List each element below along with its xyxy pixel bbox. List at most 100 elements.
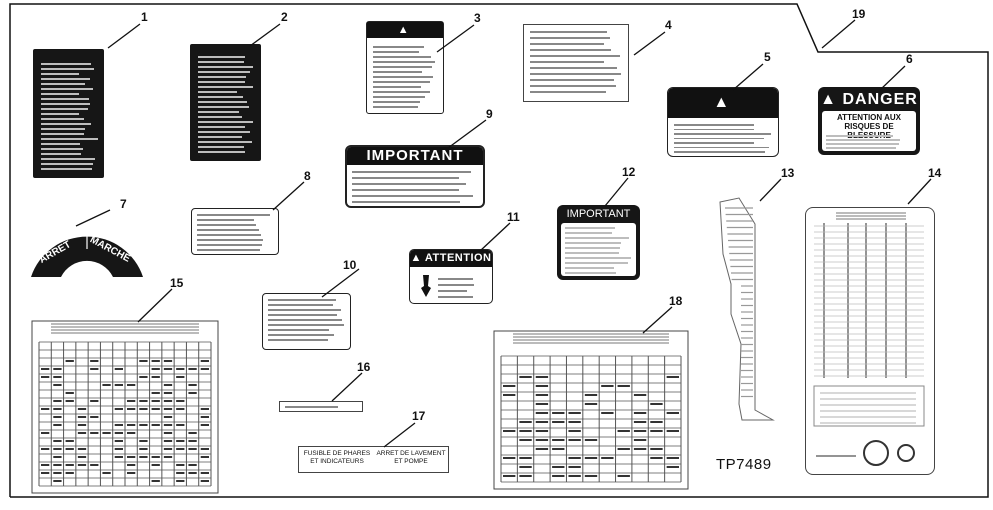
text-line (41, 148, 83, 150)
text-line (530, 31, 607, 33)
text-line (198, 81, 245, 83)
text-line (41, 168, 92, 170)
decal-6: ▲ DANGER ATTENTION AUX RISQUES DE BLESSU… (818, 87, 920, 155)
grid-cell-mark (127, 464, 136, 466)
grid-cell-mark (188, 392, 197, 394)
grid-cell-mark (552, 439, 565, 441)
callout-3: 3 (474, 11, 481, 25)
callout-14: 14 (928, 166, 942, 180)
decal-17-right-2: ET POMPE (394, 458, 428, 465)
grid-cell-mark (53, 384, 62, 386)
text-line (41, 113, 79, 115)
grid-cell-mark (584, 439, 598, 441)
grid-cell-mark (127, 472, 136, 474)
grid-cell-mark (151, 400, 160, 402)
text-line (674, 133, 771, 135)
grid-cell-mark (53, 376, 62, 378)
grid-cell-mark (151, 464, 160, 466)
grid-cell-mark (568, 466, 581, 468)
text-line (530, 85, 616, 87)
grid-cell-mark (163, 392, 173, 394)
grid-cell-mark (65, 464, 74, 466)
text-line (373, 91, 430, 93)
grid-cell-mark (77, 448, 87, 450)
text-line (530, 61, 604, 63)
text-line (674, 142, 754, 144)
text-line (268, 319, 342, 321)
decal-5-header: ATTENTION (675, 124, 771, 141)
decal-6-header: DANGER (842, 91, 918, 108)
text-line (197, 214, 270, 216)
callout-17: 17 (412, 409, 426, 423)
text-line (565, 237, 629, 239)
grid-cell-mark (188, 440, 197, 442)
text-line (198, 76, 246, 78)
grid-cell-mark (163, 360, 173, 362)
grid-cell-mark (90, 464, 99, 466)
grid-cell-mark (568, 475, 581, 477)
grid-cell-mark (584, 403, 598, 405)
text-line (530, 55, 620, 57)
grid-cell-mark (65, 448, 74, 450)
text-line (198, 91, 237, 93)
figure-id: TP7489 (716, 456, 772, 473)
text-line (373, 46, 424, 48)
text-line (674, 128, 754, 131)
text-line (41, 118, 84, 120)
text-line (198, 141, 252, 143)
decal-17-left-1: FUSIBLE DE PHARES (303, 450, 371, 457)
callout-12: 12 (622, 165, 636, 179)
grid-cell-mark (163, 432, 173, 434)
text-line (373, 96, 425, 98)
grid-cell-mark (666, 430, 679, 432)
text-line (198, 71, 250, 73)
text-line (198, 101, 247, 103)
text-line (198, 56, 245, 58)
text-line (41, 138, 98, 140)
decal-14-schematic (813, 385, 925, 427)
grid-cell-mark (176, 376, 185, 378)
text-line (373, 76, 433, 78)
grid-cell-mark (188, 384, 197, 386)
decal-6-subtitle-1: ATTENTION AUX (837, 113, 901, 122)
grid-cell-mark (65, 400, 74, 402)
decal-5: ▲ATTENTION (667, 87, 779, 157)
text-line (438, 290, 467, 292)
grid-cell-mark (633, 412, 647, 414)
grid-cell-mark (568, 457, 581, 459)
text-line (352, 195, 473, 197)
text-line (285, 406, 338, 408)
grid-cell-mark (666, 457, 679, 459)
grid-cell-mark (114, 408, 123, 410)
text-line (373, 61, 435, 63)
text-line (352, 201, 460, 203)
grid-cell-mark (65, 360, 74, 362)
text-line (826, 147, 896, 149)
grid-cell-mark (176, 400, 185, 402)
grid-cell-mark (151, 360, 160, 362)
grid-cell-mark (552, 466, 565, 468)
text-line (198, 151, 245, 153)
grid-cell-mark (519, 466, 532, 468)
decal-1 (33, 49, 104, 178)
grid-cell-mark (200, 360, 209, 362)
decal-9-header: IMPORTANT (347, 147, 483, 165)
text-line (352, 177, 459, 179)
text-line (826, 143, 899, 145)
grid-cell-mark (633, 439, 647, 441)
decal-14-symbol (897, 444, 915, 462)
grid-cell-mark (90, 360, 99, 362)
callout-8: 8 (304, 169, 311, 183)
grid-cell-mark (53, 408, 62, 410)
grid-cell-mark (650, 448, 663, 450)
grid-cell-mark (163, 440, 173, 442)
grid-cell-mark (552, 412, 565, 414)
grid-cell-mark (176, 472, 185, 474)
grid-cell-mark (176, 480, 185, 482)
text-line (268, 339, 328, 341)
grid-cell-mark (163, 424, 173, 426)
text-line (41, 158, 95, 160)
grid-cell-mark (127, 432, 136, 434)
grid-cell-mark (114, 368, 123, 370)
text-line (530, 79, 614, 81)
